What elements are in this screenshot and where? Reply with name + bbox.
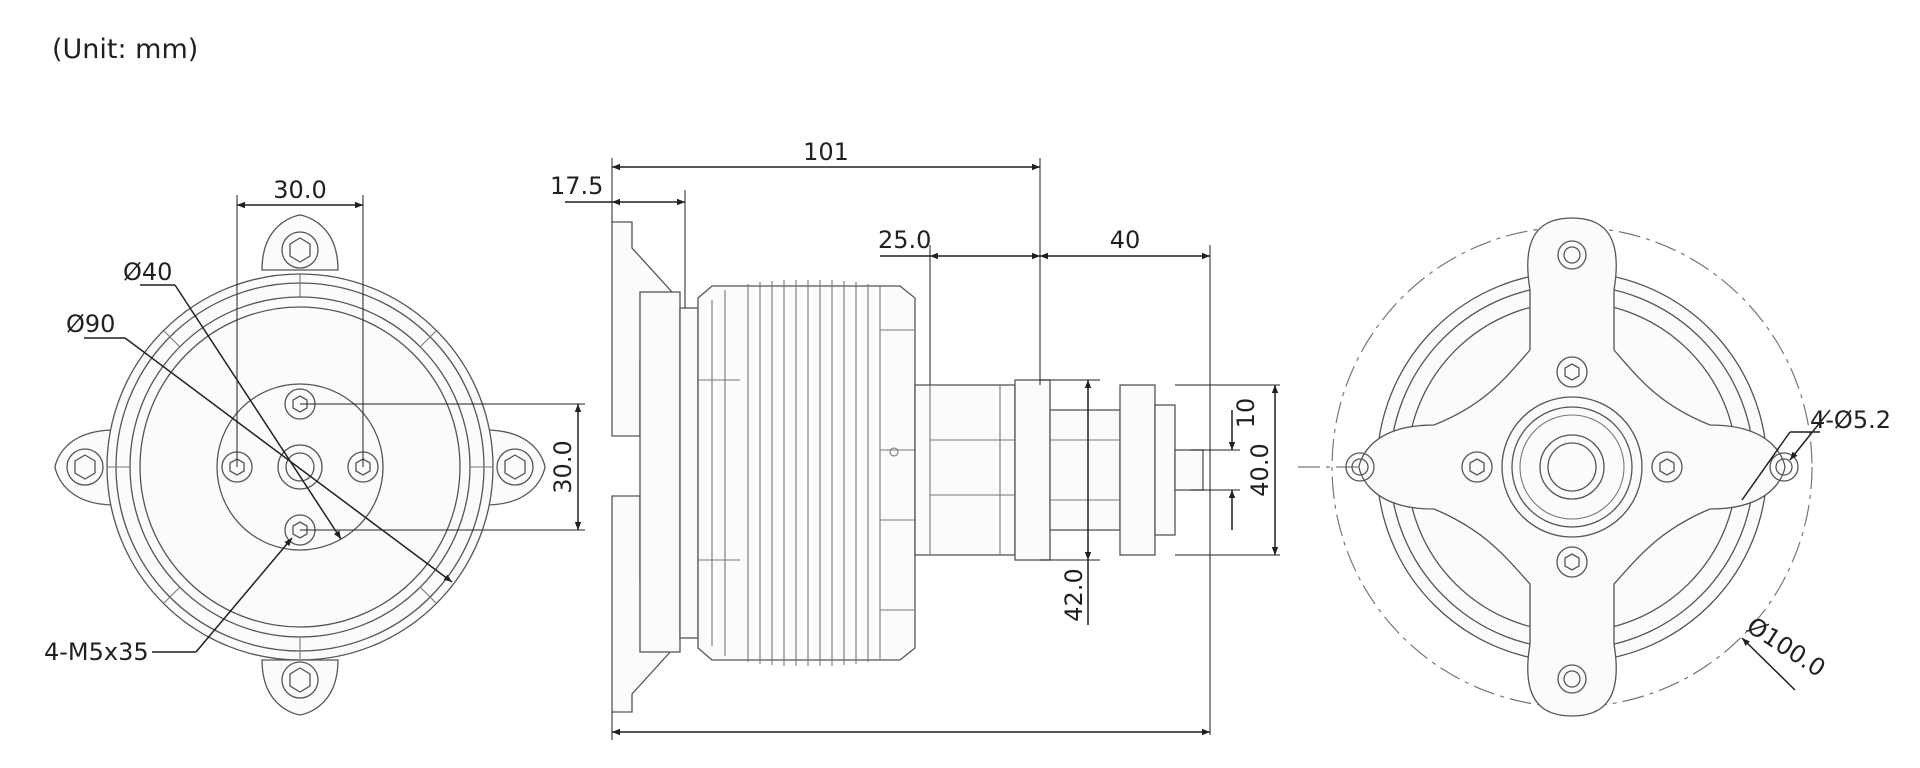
dim-text-rear-dia-100: Ø100.0 <box>1742 612 1831 683</box>
front-view: 30.0 30.0 Ø40 Ø90 4-M5x35 <box>44 176 585 716</box>
dim-rear-holes: 4-Ø5.2 <box>1741 406 1891 501</box>
side-shaft <box>914 379 1204 561</box>
dim-side-10: 10 <box>1190 398 1260 530</box>
dim-front-height: 30.0 <box>300 403 585 531</box>
side-bell-housing <box>697 280 916 666</box>
dim-side-dia-40: 40.0 <box>1175 384 1280 556</box>
dim-side-shaft-25: 25.0 <box>878 226 1040 385</box>
dim-text-side-flange: 17.5 <box>550 172 603 200</box>
dim-text-side-length-101: 101 <box>803 138 849 166</box>
dim-text-side-dia-42: 42.0 <box>1060 568 1088 621</box>
dim-text-side-shaft-40: 40 <box>1110 226 1141 254</box>
dim-front-screws: 4-M5x35 <box>44 537 293 666</box>
rear-inner-screws <box>1461 356 1683 578</box>
dim-text-front-dia-40: Ø40 <box>123 258 172 286</box>
dim-text-front-height: 30.0 <box>549 440 577 493</box>
rear-cross-bracket <box>1358 217 1786 717</box>
dim-side-flange: 17.5 <box>550 172 686 308</box>
dim-text-rear-holes: 4-Ø5.2 <box>1810 406 1891 434</box>
dim-side-overall <box>611 712 1210 740</box>
dim-text-side-dia-40: 40.0 <box>1246 443 1274 496</box>
dim-side-dia-42: 42.0 <box>1040 379 1100 625</box>
dim-text-side-shaft-25: 25.0 <box>878 226 931 254</box>
rear-hub <box>1501 396 1643 538</box>
dim-text-front-width: 30.0 <box>273 176 326 204</box>
front-mount-ears <box>54 214 546 716</box>
dim-front-dia-40: Ø40 <box>123 258 342 540</box>
dim-side-length-101: 101 <box>611 138 1041 385</box>
rear-mount-holes <box>1345 240 1799 694</box>
unit-label: (Unit: mm) <box>52 34 199 65</box>
side-view: 101 17.5 25.0 40 <box>550 138 1280 740</box>
front-hub <box>216 383 384 551</box>
dim-front-dia-90: Ø90 <box>66 310 453 583</box>
dim-text-front-dia-90: Ø90 <box>66 310 115 338</box>
rear-view: 4-Ø5.2 Ø100.0 <box>1298 217 1891 717</box>
dim-rear-dia-100: Ø100.0 <box>1741 612 1831 691</box>
dim-text-front-screws: 4-M5x35 <box>44 638 149 666</box>
dim-text-side-10: 10 <box>1232 398 1260 429</box>
